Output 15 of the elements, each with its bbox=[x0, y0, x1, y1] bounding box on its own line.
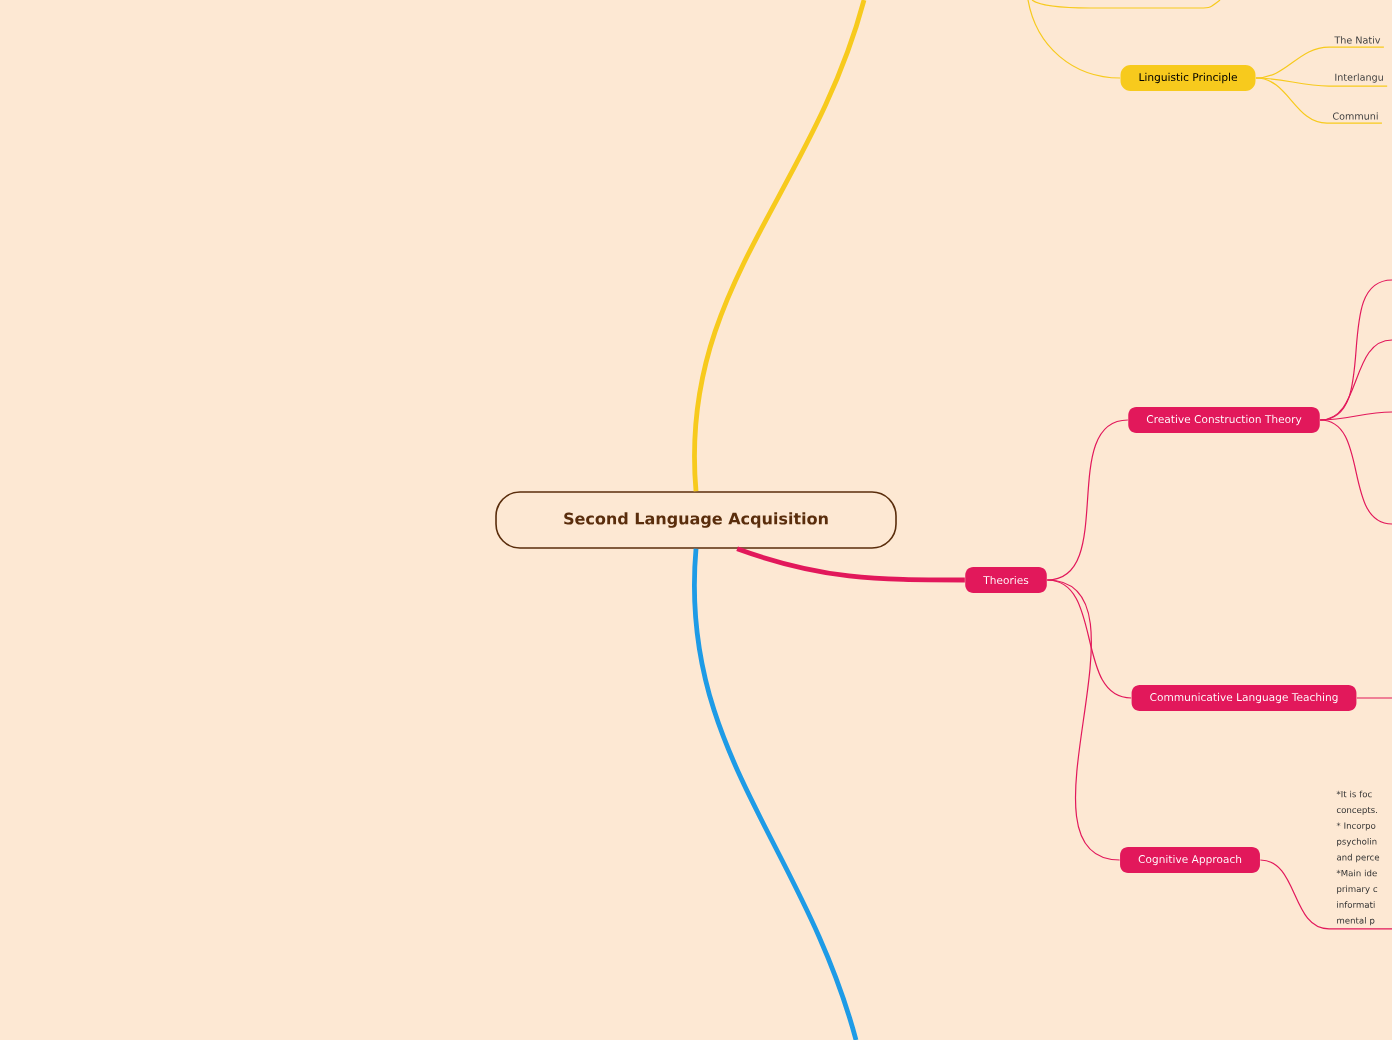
connector-line bbox=[1255, 77, 1388, 87]
connector-line bbox=[1319, 411, 1392, 421]
connector-line bbox=[1255, 46, 1385, 79]
connector-line bbox=[1046, 419, 1129, 581]
connector-line bbox=[692, 548, 859, 1040]
connector-line bbox=[692, 0, 867, 492]
connector-line bbox=[1259, 859, 1392, 930]
connector-line bbox=[1319, 419, 1392, 525]
central-topic-box: Second Language Acquisition bbox=[495, 491, 897, 549]
connector-line bbox=[1046, 579, 1121, 861]
connector-line bbox=[1255, 77, 1383, 124]
connector-line bbox=[1046, 579, 1132, 699]
connector-line bbox=[1356, 697, 1392, 699]
connector-line bbox=[736, 546, 965, 583]
connector-line bbox=[1027, 0, 1121, 79]
